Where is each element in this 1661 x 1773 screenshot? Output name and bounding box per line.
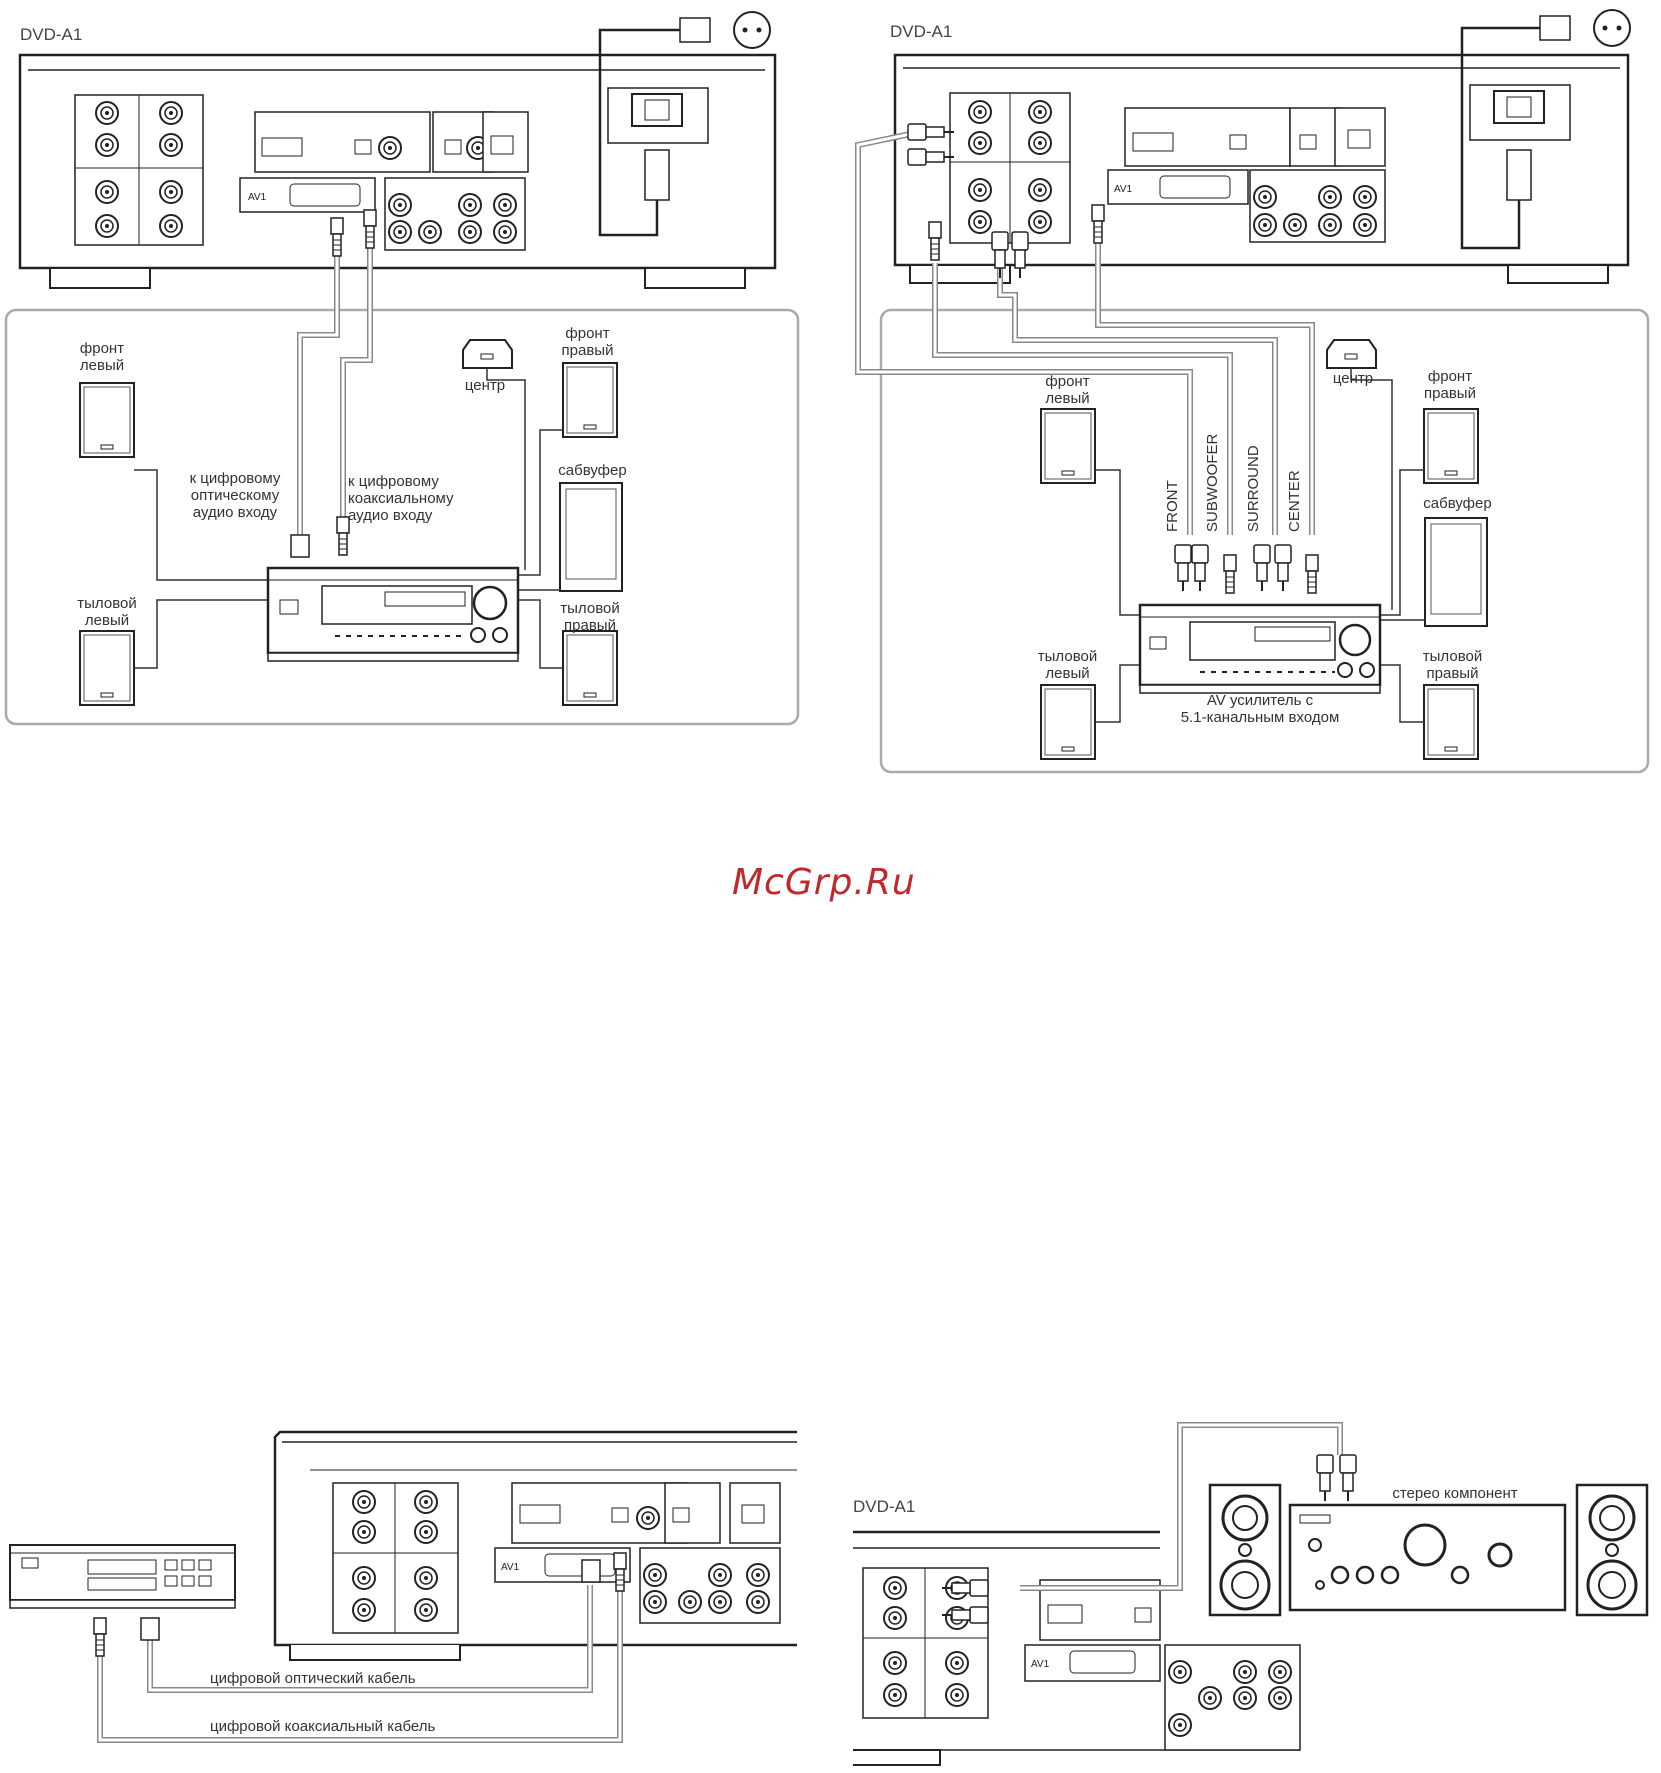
diagram1-rear-left-label: тыловой левый: [77, 595, 137, 629]
svg-text:AV1: AV1: [1114, 184, 1133, 195]
diagram2-rear-left-label: тыловой левый: [1037, 648, 1098, 682]
diagram1-subwoofer-label: сабвуфер: [558, 462, 627, 479]
diagram1-optical-input-label: к цифровому оптическому аудио входу: [189, 470, 281, 521]
diagram2-channel-surround: SURROUND: [1245, 445, 1262, 532]
diagram2-subwoofer-label: сабвуфер: [1423, 495, 1492, 512]
svg-text:AV1: AV1: [248, 192, 267, 203]
diagram2-channel-subwoofer: SUBWOOFER: [1204, 433, 1221, 532]
diagram1-front-left-label: фронт левый: [79, 340, 125, 374]
diagram1-speaker-area: [4, 209, 800, 726]
diagram1-dvd-rear-panel: AV1: [18, 11, 777, 289]
diagram2-speaker-area: [855, 123, 1650, 774]
diagram2-amp-label: AV усилитель с 5.1-канальным входом: [1180, 692, 1340, 726]
diagram1-coaxial-input-label: к цифровому коаксиальному аудио входу: [348, 473, 454, 524]
diagram1-front-right-label: фронт правый: [561, 325, 614, 359]
diagram4-stereo-connection: AV1: [853, 1422, 1649, 1766]
diagram3-optical-cable-label: цифровой оптический кабель: [210, 1670, 416, 1687]
diagram1-rear-right-label: тыловой правый: [560, 600, 620, 634]
watermark: McGrp.Ru: [732, 862, 916, 903]
diagram4-model-label: DVD-A1: [853, 1497, 916, 1516]
diagram2-center-label: центр: [1332, 370, 1374, 387]
svg-text:AV1: AV1: [1031, 1659, 1050, 1670]
diagram2-model-label: DVD-A1: [890, 22, 953, 41]
diagram3-coaxial-cable-label: цифровой коаксиальный кабель: [210, 1718, 436, 1735]
diagram2-front-right-label: фронт правый: [1424, 368, 1476, 402]
diagram2-channel-center: CENTER: [1286, 470, 1303, 532]
diagram3-digital-connection: AV1: [9, 1430, 797, 1743]
diagram1-model-label: DVD-A1: [20, 25, 83, 44]
svg-text:AV1: AV1: [501, 1562, 520, 1573]
diagram2-rear-right-label: тыловой правый: [1422, 648, 1483, 682]
diagram2-channel-front: FRONT: [1164, 480, 1181, 532]
diagram4-stereo-component-label: стерео компонент: [1392, 1485, 1518, 1502]
diagram1-center-label: центр: [464, 377, 506, 394]
diagram2-front-left-label: фронт левый: [1045, 373, 1090, 407]
